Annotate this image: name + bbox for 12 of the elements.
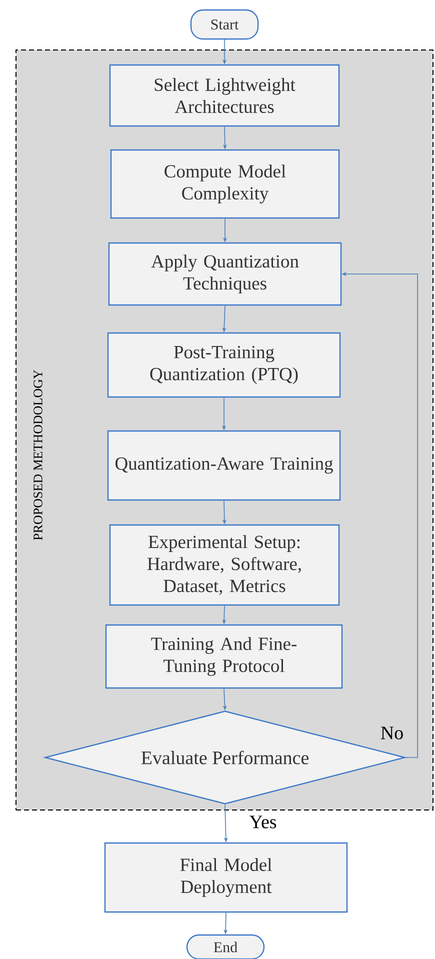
process-box: Select Lightweight Architectures: [109, 64, 340, 127]
edge-label: Yes: [248, 814, 278, 830]
edge-label: No: [379, 726, 405, 740]
process-box: Post-Training Quantization (PTQ): [107, 332, 341, 398]
terminal-box: Start: [190, 9, 259, 40]
terminal-box: End: [186, 934, 265, 959]
process-box: Training And Fine-Tuning Protocol: [105, 624, 343, 689]
process-box: Apply Quantization Techniques: [108, 242, 342, 306]
process-box: Experimental Setup: Hardware, Software, Dataset, Metrics: [109, 524, 340, 606]
process-box: Quantization-Aware Training: [107, 430, 341, 501]
process-box: Final Model Deployment: [104, 842, 348, 913]
process-box: Compute Model Complexity: [110, 149, 340, 219]
